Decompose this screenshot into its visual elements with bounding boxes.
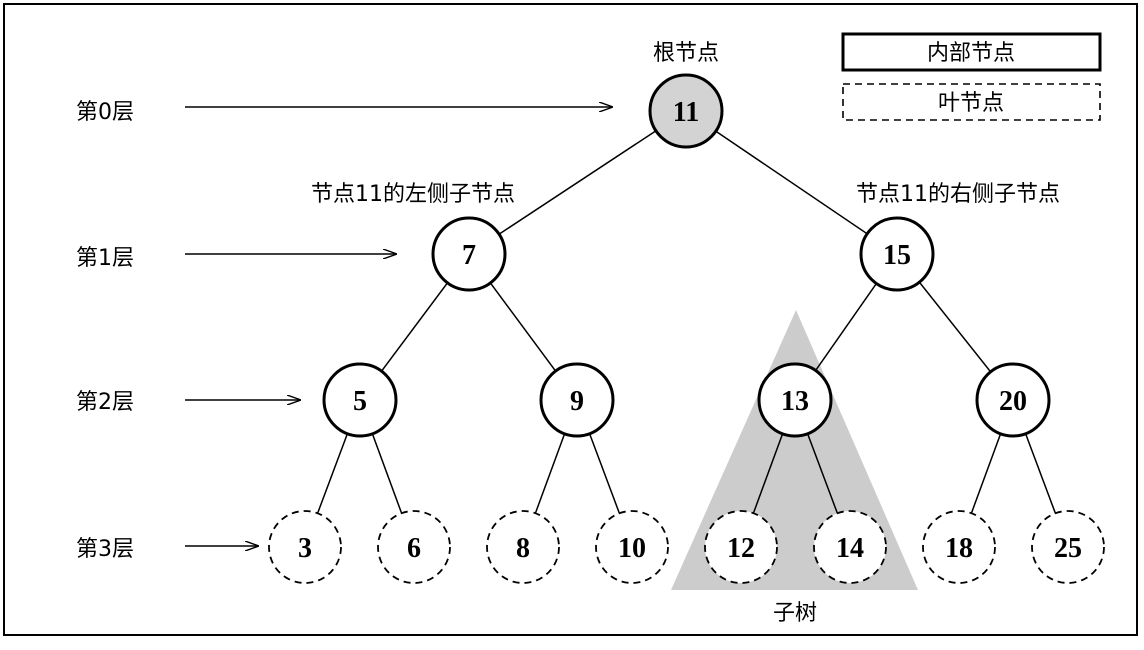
tree-nodes: 11 7 15 5 9 13 20 3	[268, 73, 1105, 584]
node-value: 9	[570, 386, 584, 417]
level-label-1: 第1层	[76, 246, 134, 271]
node-value: 15	[883, 240, 911, 271]
legend-leaf-label: 叶节点	[938, 91, 1004, 116]
legend-internal-label: 内部节点	[927, 41, 1015, 66]
edge-11-15	[685, 110, 898, 255]
level-label-3: 第3层	[76, 537, 134, 562]
node-value: 11	[673, 97, 699, 128]
diagram-frame	[3, 3, 1138, 636]
node-value: 5	[353, 386, 367, 417]
tree-node-leaf: 14	[813, 510, 887, 584]
node-value: 8	[516, 533, 530, 564]
tree-node-internal: 13	[757, 362, 833, 438]
tree-node-leaf: 6	[377, 510, 451, 584]
subtree-annotation: 子树	[773, 601, 817, 626]
tree-node-internal: 15	[859, 216, 935, 292]
root-annotation: 根节点	[653, 41, 719, 66]
tree-node-leaf: 18	[922, 510, 996, 584]
legend-internal-box	[841, 32, 1102, 72]
tree-node-root: 11	[648, 73, 724, 149]
tree-node-leaf: 8	[486, 510, 560, 584]
level-label-2: 第2层	[76, 390, 134, 415]
tree-node-leaf: 10	[595, 510, 669, 584]
node-value: 12	[727, 533, 755, 564]
tree-node-internal: 5	[322, 362, 398, 438]
node-value: 20	[999, 386, 1027, 417]
legend: 内部节点 叶节点	[841, 32, 1102, 121]
tree-node-internal: 9	[539, 362, 615, 438]
level-label-0: 第0层	[76, 100, 134, 125]
legend-leaf-box	[842, 83, 1101, 121]
node-value: 6	[407, 533, 421, 564]
left-child-annotation: 节点11的左侧子节点	[311, 182, 515, 207]
node-value: 14	[836, 533, 864, 564]
node-value: 10	[618, 533, 646, 564]
right-child-annotation: 节点11的右侧子节点	[856, 182, 1060, 207]
node-value: 13	[781, 386, 809, 417]
node-value: 7	[462, 240, 476, 271]
tree-node-leaf: 3	[268, 510, 342, 584]
tree-node-internal: 7	[431, 216, 507, 292]
node-value: 25	[1054, 533, 1082, 564]
tree-node-leaf: 25	[1031, 510, 1105, 584]
level-indicators: 第0层 第1层 第2层 第3层	[76, 100, 612, 562]
tree-node-leaf: 12	[704, 510, 778, 584]
node-value: 3	[298, 533, 312, 564]
tree-node-internal: 20	[975, 362, 1051, 438]
node-value: 18	[945, 533, 973, 564]
edge-11-7	[468, 110, 687, 255]
tree-edges	[304, 110, 1069, 548]
